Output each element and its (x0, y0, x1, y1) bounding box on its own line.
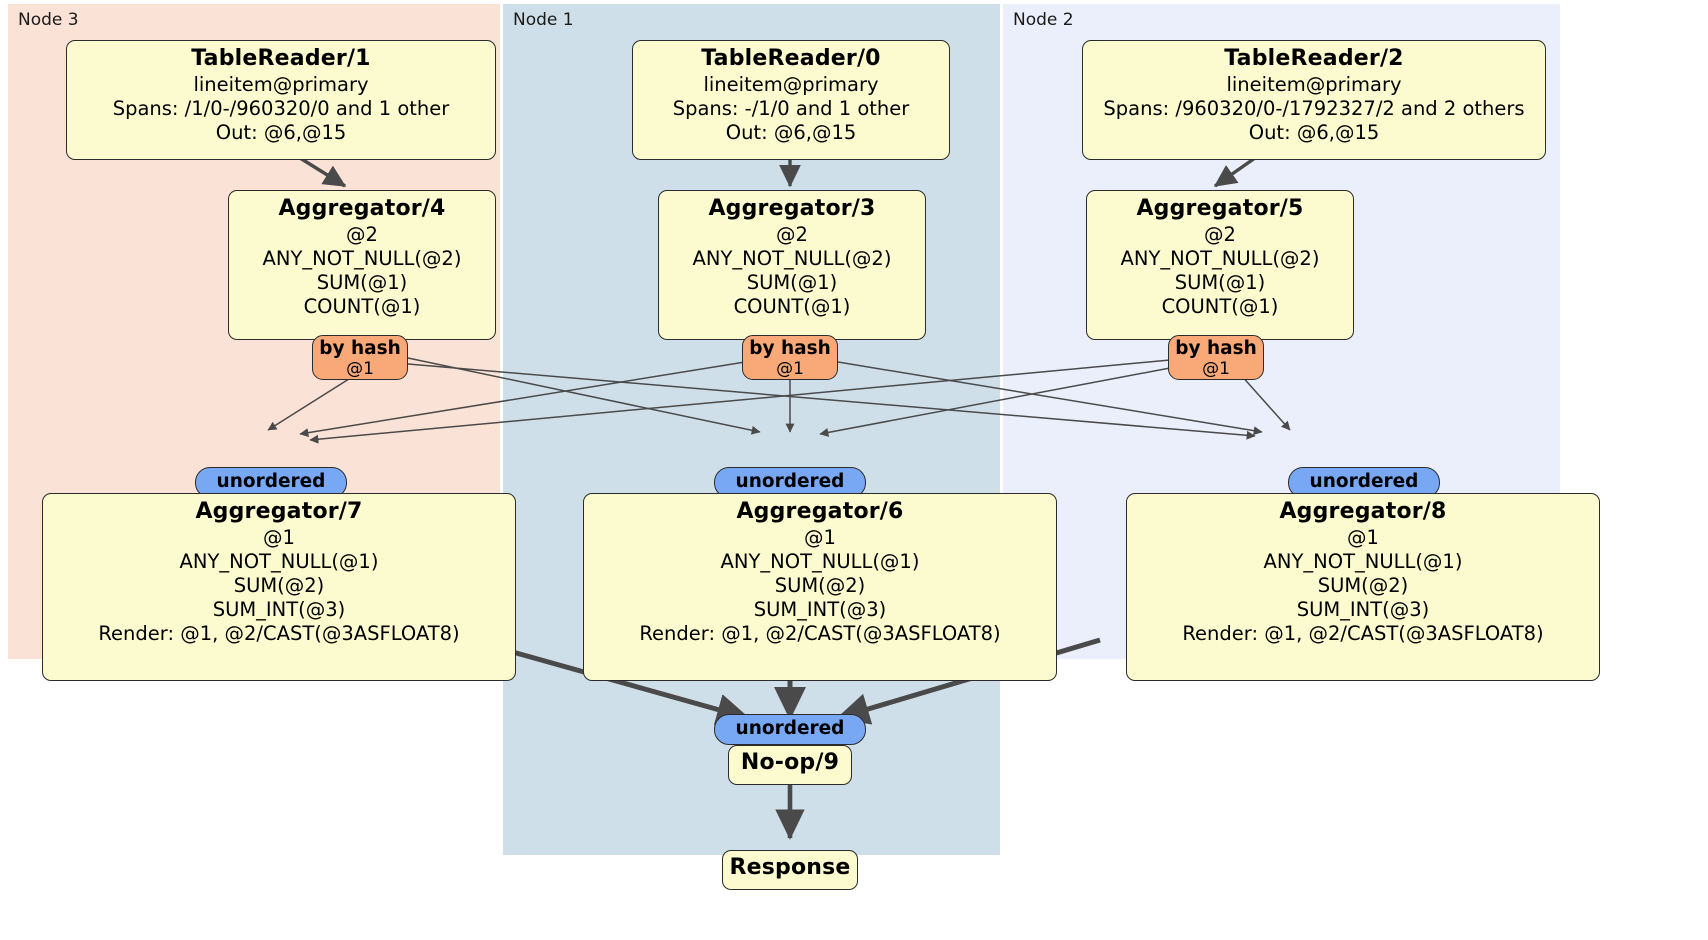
processor-noop-9[interactable]: No-op/9 (728, 745, 852, 785)
processor-title: Aggregator/3 (708, 196, 876, 221)
processor-line: Spans: -/1/0 and 1 other (672, 97, 910, 121)
processor-line: lineitem@primary (1226, 73, 1402, 97)
processor-title: Aggregator/7 (195, 499, 363, 524)
processor-line: Spans: /960320/0-/1792327/2 and 2 others (1103, 97, 1525, 121)
router-by-hash-left[interactable]: by hash @1 (312, 335, 408, 380)
processor-line: SUM(@1) (746, 271, 838, 295)
processor-line: ANY_NOT_NULL(@2) (1120, 247, 1320, 271)
router-column-label: @1 (1202, 358, 1230, 379)
processor-tablereader-2[interactable]: TableReader/2 lineitem@primary Spans: /9… (1082, 40, 1546, 160)
processor-line: Spans: /1/0-/960320/0 and 1 other (112, 97, 450, 121)
processor-tablereader-1[interactable]: TableReader/1 lineitem@primary Spans: /1… (66, 40, 496, 160)
node-panel-label-node3: Node 3 (18, 10, 79, 30)
processor-line: SUM(@2) (1317, 574, 1409, 598)
processor-line: ANY_NOT_NULL(@2) (692, 247, 892, 271)
processor-line: COUNT(@1) (303, 295, 421, 318)
processor-line: ANY_NOT_NULL(@1) (179, 550, 379, 574)
router-unordered-mid[interactable]: unordered (714, 467, 866, 498)
processor-line: Out: @6,@15 (725, 121, 857, 145)
processor-line: lineitem@primary (193, 73, 369, 97)
processor-aggregator-6[interactable]: Aggregator/6 @1 ANY_NOT_NULL(@1) SUM(@2)… (583, 493, 1057, 681)
processor-line: Render: @1, @2/CAST(@3ASFLOAT8) (98, 621, 460, 645)
processor-line: SUM(@2) (233, 574, 325, 598)
processor-title: Aggregator/6 (736, 499, 904, 524)
processor-title: TableReader/2 (1224, 46, 1404, 71)
processor-title: Aggregator/5 (1136, 196, 1304, 221)
processor-line: @1 (804, 526, 836, 550)
node-panel-label-node2: Node 2 (1013, 10, 1074, 30)
processor-line: SUM_INT(@3) (1296, 598, 1430, 621)
processor-line: Render: @1, @2/CAST(@3ASFLOAT8) (1182, 621, 1544, 645)
processor-aggregator-3[interactable]: Aggregator/3 @2 ANY_NOT_NULL(@2) SUM(@1)… (658, 190, 926, 340)
router-unordered-left[interactable]: unordered (195, 467, 347, 498)
router-by-hash-right[interactable]: by hash @1 (1168, 335, 1264, 380)
processor-line: @2 (1204, 223, 1236, 247)
processor-title: TableReader/1 (191, 46, 371, 71)
processor-line: SUM(@2) (774, 574, 866, 598)
processor-line: COUNT(@1) (1161, 295, 1279, 318)
router-unordered-final[interactable]: unordered (714, 714, 866, 745)
processor-line: ANY_NOT_NULL(@1) (720, 550, 920, 574)
processor-tablereader-0[interactable]: TableReader/0 lineitem@primary Spans: -/… (632, 40, 950, 160)
processor-line: @2 (776, 223, 808, 247)
processor-line: SUM_INT(@3) (212, 598, 346, 621)
processor-title: Aggregator/8 (1279, 499, 1447, 524)
router-kind-label: by hash (1175, 338, 1257, 359)
router-column-label: @1 (346, 358, 374, 379)
processor-line: lineitem@primary (703, 73, 879, 97)
processor-line: Out: @6,@15 (215, 121, 347, 145)
processor-line: @1 (1347, 526, 1379, 550)
processor-line: Out: @6,@15 (1248, 121, 1380, 145)
processor-line: SUM(@1) (316, 271, 408, 295)
processor-title: TableReader/0 (701, 46, 881, 71)
router-kind-label: by hash (749, 338, 831, 359)
processor-aggregator-7[interactable]: Aggregator/7 @1 ANY_NOT_NULL(@1) SUM(@2)… (42, 493, 516, 681)
router-column-label: @1 (776, 358, 804, 379)
node-panel-label-node1: Node 1 (513, 10, 574, 30)
processor-line: @1 (263, 526, 295, 550)
processor-title: No-op/9 (740, 750, 840, 775)
processor-line: ANY_NOT_NULL(@1) (1263, 550, 1463, 574)
processor-response[interactable]: Response (722, 850, 858, 890)
processor-line: ANY_NOT_NULL(@2) (262, 247, 462, 271)
processor-line: SUM(@1) (1174, 271, 1266, 295)
processor-line: Render: @1, @2/CAST(@3ASFLOAT8) (639, 621, 1001, 645)
processor-aggregator-4[interactable]: Aggregator/4 @2 ANY_NOT_NULL(@2) SUM(@1)… (228, 190, 496, 340)
router-by-hash-mid[interactable]: by hash @1 (742, 335, 838, 380)
processor-line: COUNT(@1) (733, 295, 851, 318)
processor-title: Response (729, 855, 851, 880)
router-kind-label: by hash (319, 338, 401, 359)
processor-aggregator-8[interactable]: Aggregator/8 @1 ANY_NOT_NULL(@1) SUM(@2)… (1126, 493, 1600, 681)
processor-title: Aggregator/4 (278, 196, 446, 221)
processor-line: SUM_INT(@3) (753, 598, 887, 621)
processor-line: @2 (346, 223, 378, 247)
processor-aggregator-5[interactable]: Aggregator/5 @2 ANY_NOT_NULL(@2) SUM(@1)… (1086, 190, 1354, 340)
